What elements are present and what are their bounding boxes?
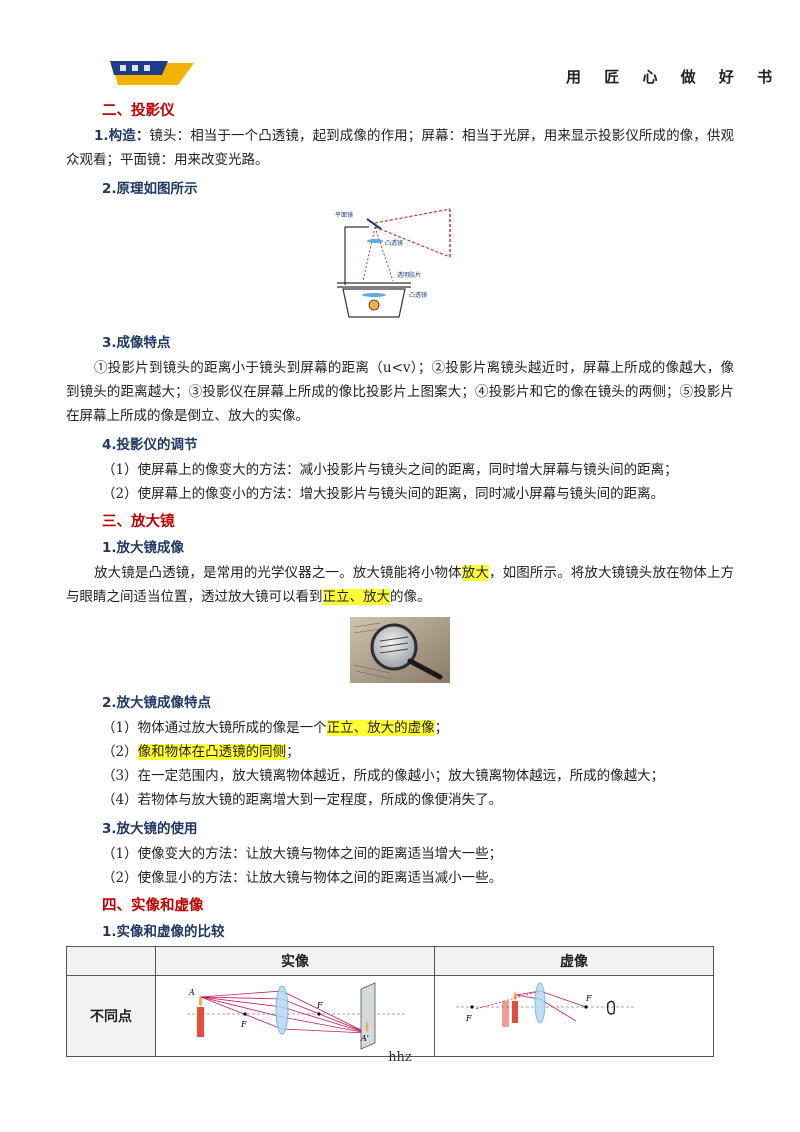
real-image-cell: A F F A' <box>155 975 435 1057</box>
comparison-title: 1.实像和虚像的比较 <box>102 924 225 940</box>
magnifier-paragraph: 放大镜是凸透镜，是常用的光学仪器之一。放大镜能将小物体放大，如图所示。将放大镜镜… <box>66 561 734 609</box>
magnifier-photo <box>350 617 450 683</box>
fig1-label-slide: 透明胶片 <box>397 271 421 279</box>
features-text: ①投影片到镜头的距离小于镜头到屏幕的距离（u<v）；②投影片离镜头越近时，屏幕上… <box>66 360 734 424</box>
magnifier-text-a: 放大镜是凸透镜，是常用的光学仪器之一。放大镜能将小物体 <box>94 565 462 581</box>
usage-item-2: （2）使像显小的方法：让放大镜与物体之间的距离适当减小一些。 <box>102 870 503 886</box>
magnifier-highlight-2: 正立、放大 <box>322 589 390 605</box>
virtual-label-f1: F <box>465 1014 472 1023</box>
fig1-label-mirror: 平面镜 <box>335 211 353 219</box>
adjust-item-2: （2）使屏幕上的像变小的方法：增大投影片与镜头间的距离，同时减小屏幕与镜头间的距… <box>102 486 665 502</box>
feature-1-highlight: 正立、放大的虚像 <box>326 720 435 736</box>
virtual-label-f2: F <box>585 994 592 1003</box>
feature-2-end: ； <box>286 744 300 760</box>
table-header-row: 实像 虚像 <box>66 946 714 976</box>
construction-text: 镜头：相当于一个凸透镜，起到成像的作用；屏幕：相当于光屏，用来显示投影仪所成的像… <box>66 128 735 168</box>
col-real-image: 实像 <box>155 946 435 976</box>
magnifier-text-b: ，如图所示。将放大镜镜头放在物体上方与眼睛之间适当位置，透过放大镜可以看到 <box>66 565 735 605</box>
real-label-f2: F <box>316 1001 323 1010</box>
magnifier-highlight-1: 放大 <box>461 565 489 581</box>
table-corner <box>66 946 156 976</box>
section-4-title: 四、实像和虚像 <box>102 898 204 914</box>
adjust-title: 4.投影仪的调节 <box>102 437 198 453</box>
virtual-image-diagram: F F <box>456 982 636 1027</box>
projector-diagram: 平面镜 凸透镜 透明胶片 凸透镜 <box>335 208 451 318</box>
magnifier-feature-4: （4）若物体与放大镜的距离增大到一定程度，所成的像便消失了。 <box>102 792 503 808</box>
fig1-label-condenser: 凸透镜 <box>409 291 427 299</box>
magnifier-imaging-title: 1.放大镜成像 <box>102 540 185 556</box>
col-virtual-image: 虚像 <box>434 946 714 976</box>
row-differences-label: 不同点 <box>66 975 156 1057</box>
real-label-a: A <box>188 988 195 997</box>
magnifier-feature-2: （2）像和物体在凸透镜的同侧； <box>66 740 734 764</box>
magnifier-feature-1: （1）物体通过放大镜所成的像是一个正立、放大的虚像； <box>66 716 734 740</box>
comparison-table: 实像 虚像 不同点 <box>66 946 714 1057</box>
magnifier-usage-title: 3.放大镜的使用 <box>102 821 198 837</box>
fig1-label-lens: 凸透镜 <box>385 239 403 247</box>
magnifier-text-c: 的像。 <box>390 589 431 605</box>
usage-item-1: （1）使像变大的方法：让放大镜与物体之间的距离适当增大一些； <box>102 846 503 862</box>
section-2-title: 二、投影仪 <box>102 103 175 119</box>
table-row: 不同点 <box>66 975 714 1057</box>
feature-2-highlight: 像和物体在凸透镜的同侧 <box>137 744 287 760</box>
features-title: 3.成像特点 <box>102 335 171 351</box>
real-label-f1: F <box>240 1020 247 1029</box>
page-footer: hhz <box>388 1050 412 1065</box>
real-label-a-prime: A' <box>360 1034 369 1043</box>
feature-1-end: ； <box>434 720 449 736</box>
magnifier-feature-3: （3）在一定范围内，放大镜离物体越近，所成的像越小；放大镜离物体越远，所成的像越… <box>102 768 665 784</box>
section-3-title: 三、放大镜 <box>102 514 175 530</box>
brand-logo-icon <box>110 61 194 85</box>
adjust-item-1: （1）使屏幕上的像变大的方法：减小投影片与镜头之间的距离，同时增大屏幕与镜头间的… <box>102 462 678 478</box>
principle-title: 2.原理如图所示 <box>102 181 198 197</box>
magnifier-features-title: 2.放大镜成像特点 <box>102 695 212 711</box>
feature-1-text: （1）物体通过放大镜所成的像是一个 <box>102 720 327 736</box>
construction-label: 1.构造： <box>94 128 150 144</box>
real-image-diagram: A F F A' <box>187 982 407 1050</box>
virtual-image-cell: F F <box>434 975 714 1057</box>
header-motto: 用 匠 心 做 好 书 <box>566 68 782 86</box>
construction-paragraph: 1.构造：镜头：相当于一个凸透镜，起到成像的作用；屏幕：相当于光屏，用来显示投影… <box>66 124 734 172</box>
feature-2-text: （2） <box>102 744 138 760</box>
page-content: 二、投影仪 1.构造：镜头：相当于一个凸透镜，起到成像的作用；屏幕：相当于光屏，… <box>66 95 734 1057</box>
